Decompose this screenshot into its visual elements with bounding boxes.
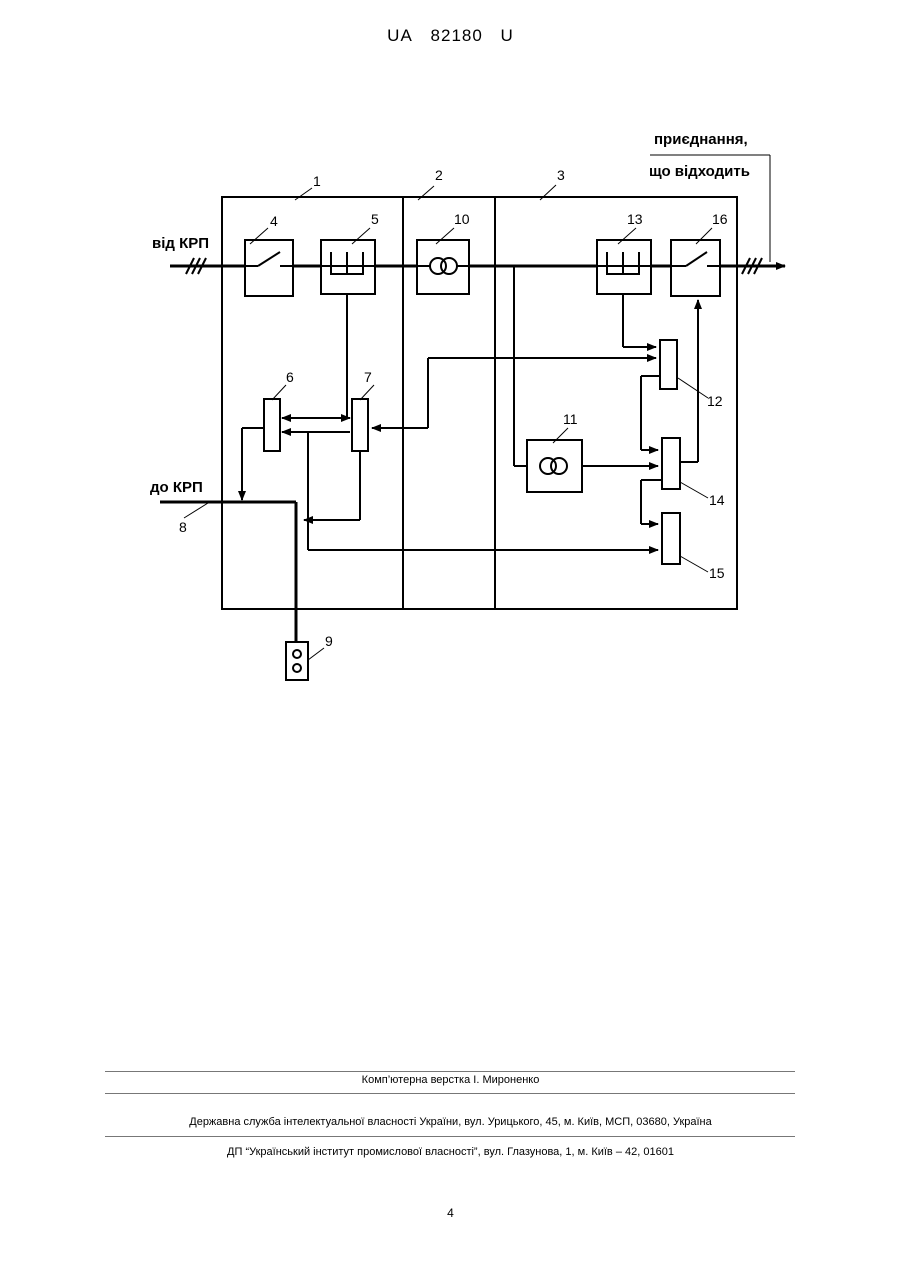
number-4: 4 bbox=[270, 213, 278, 229]
number-3: 3 bbox=[557, 167, 565, 183]
number-7: 7 bbox=[364, 369, 372, 385]
label-from-krp: від КРП bbox=[152, 235, 209, 252]
label-to-krp: до КРП bbox=[150, 479, 203, 496]
three-phase-marks-out bbox=[742, 258, 762, 274]
number-2: 2 bbox=[435, 167, 443, 183]
label-outgoing-line2: що відходить bbox=[649, 163, 750, 180]
number-9: 9 bbox=[325, 633, 333, 649]
current-transformer-block-13 bbox=[597, 240, 651, 294]
number-13: 13 bbox=[627, 211, 643, 227]
housing-frame bbox=[222, 197, 737, 609]
transformer-block-11 bbox=[527, 440, 582, 492]
switch-block-16 bbox=[671, 240, 720, 296]
label-outgoing-line1: приєднання, bbox=[654, 131, 748, 148]
module-block-6 bbox=[264, 399, 280, 451]
number-11: 11 bbox=[563, 411, 578, 427]
three-phase-marks-in bbox=[186, 258, 206, 274]
module-block-12 bbox=[660, 340, 677, 389]
module-block-7 bbox=[352, 399, 368, 451]
module-block-15 bbox=[662, 513, 680, 564]
number-8: 8 bbox=[179, 519, 187, 535]
indicator-block-9 bbox=[286, 642, 308, 680]
number-5: 5 bbox=[371, 211, 379, 227]
transformer-block-10 bbox=[417, 240, 469, 294]
footer-rule-1 bbox=[105, 1071, 795, 1072]
number-16: 16 bbox=[712, 211, 728, 227]
footer-layout-credit: Комп’ютерна верстка І. Мироненко bbox=[0, 1074, 901, 1086]
footer-institute: ДП “Український інститут промислової вла… bbox=[0, 1146, 901, 1158]
footer-agency: Державна служба інтелектуальної власност… bbox=[0, 1116, 901, 1128]
current-transformer-block-5 bbox=[321, 240, 375, 294]
footer-rule-2 bbox=[105, 1093, 795, 1094]
number-1: 1 bbox=[313, 173, 321, 189]
footer-rule-3 bbox=[105, 1136, 795, 1137]
signal-wiring bbox=[160, 266, 698, 642]
page-number: 4 bbox=[0, 1206, 901, 1220]
number-10: 10 bbox=[454, 211, 470, 227]
housing-outline bbox=[222, 197, 737, 609]
number-15: 15 bbox=[709, 565, 725, 581]
circuit-diagram: від КРП до КРП приєднання, що відходить … bbox=[0, 0, 901, 720]
number-14: 14 bbox=[709, 492, 725, 508]
number-6: 6 bbox=[286, 369, 294, 385]
number-12: 12 bbox=[707, 393, 723, 409]
module-block-14 bbox=[662, 438, 680, 489]
switch-block-4 bbox=[245, 240, 293, 296]
